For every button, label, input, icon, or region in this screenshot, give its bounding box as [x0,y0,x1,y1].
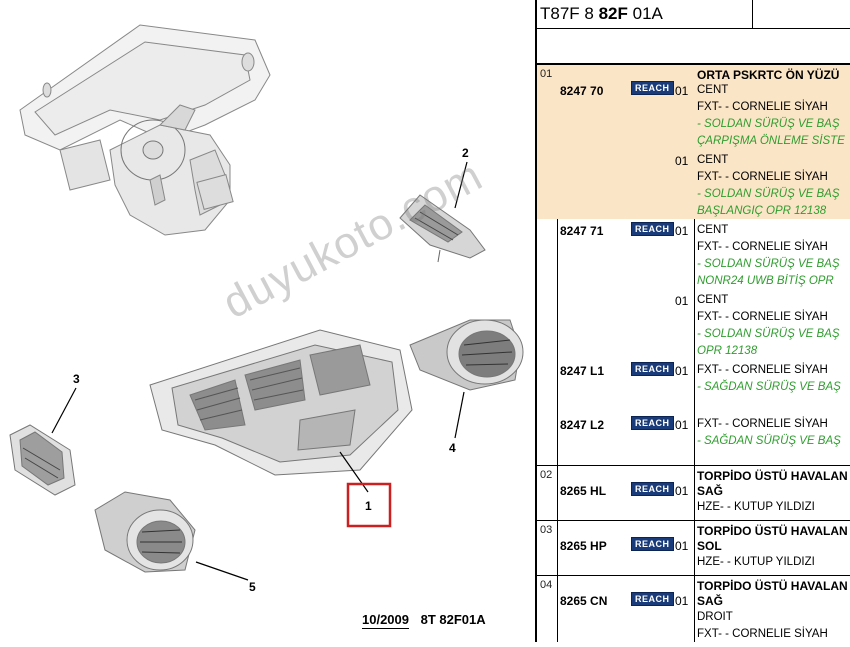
group-title: SAĞ [697,594,724,608]
part-desc-line: CENT [697,154,729,166]
table-group-01-continued[interactable]: 8247 71 REACH 01 CENT FXT- - CORNELIE Sİ… [537,219,850,465]
table-group-01[interactable]: 01 ORTA PSKRTC ÖN YÜZÜ 8247 70 REACH 01 … [537,64,850,219]
part-quantity: 01 [675,224,689,238]
part-desc-line: FXT- - CORNELIE SİYAH [697,364,828,376]
group-title: TORPİDO ÜSTÜ HAVALAN [697,579,848,593]
part-desc-line: HZE- - KUTUP YILDIZI [697,556,815,568]
part-5-illustration [94,491,196,573]
parts-table-rows: 01 ORTA PSKRTC ÖN YÜZÜ 8247 70 REACH 01 … [537,64,850,642]
group-number: 04 [540,579,553,591]
part-1-illustration [149,329,413,476]
part-desc-line: FXT- - CORNELIE SİYAH [697,311,828,323]
callout-3[interactable]: 3 [73,372,80,386]
selected-callout-box[interactable] [346,482,392,528]
part-desc-line: HZE- - KUTUP YILDIZI [697,501,815,513]
dashboard-overview-illustration [19,24,271,236]
part-desc-line: FXT- - CORNELIE SİYAH [697,628,828,640]
part-note-line: - SOLDAN SÜRÜŞ VE BAŞ [697,258,840,270]
part-note-line: - SOLDAN SÜRÜŞ VE BAŞ [697,188,840,200]
parts-table-panel: T87F 8 82F 01A 01 ORTA PSKRTC ÖN YÜZÜ 82… [535,0,850,642]
part-number[interactable]: 8247 71 [560,224,604,238]
reach-badge: REACH [631,592,674,606]
group-title: SAĞ [697,484,724,498]
reach-badge: REACH [631,362,674,376]
part-note-line: OPR 12138 [697,345,758,357]
part-desc-line: CENT [697,84,729,96]
reach-badge: REACH [631,81,674,95]
diagram-reference-code: 8T 82F01A [420,612,486,627]
table-group-03[interactable]: 03 TORPİDO ÜSTÜ HAVALAN SOL 8265 HP REAC… [537,520,850,575]
part-quantity: 01 [675,484,689,498]
part-desc-line: FXT- - CORNELIE SİYAH [697,171,828,183]
part-desc-line: DROIT [697,611,733,623]
diagram-date: 10/2009 [362,612,409,629]
part-desc-line: CENT [697,224,729,236]
table-subheader [537,29,850,64]
part-quantity: 01 [675,294,689,308]
diagram-drawing: 2 3 1 [9,24,524,594]
part-quantity: 01 [675,594,689,608]
part-quantity: 01 [675,418,689,432]
table-group-04[interactable]: 04 TORPİDO ÜSTÜ HAVALAN SAĞ 8265 CN REAC… [537,575,850,642]
part-note-line: - SOLDAN SÜRÜŞ VE BAŞ [697,328,840,340]
part-desc-line: FXT- - CORNELIE SİYAH [697,241,828,253]
diagram-reference-footer: 10/2009 8T 82F01A [362,612,486,629]
exploded-parts-diagram: 2 3 1 [9,24,524,629]
part-number[interactable]: 8265 CN [560,594,608,608]
group-title: SOL [697,539,722,553]
part-4-illustration [409,319,524,391]
callout-1[interactable]: 1 [365,499,372,513]
part-quantity: 01 [675,84,689,98]
part-desc-line: CENT [697,294,729,306]
part-note-line: NONR24 UWB BİTİŞ OPR [697,275,834,287]
part-quantity: 01 [675,539,689,553]
part-note-line: - SAĞDAN SÜRÜŞ VE BAŞ [697,435,841,447]
header-code-suffix: 01A [627,4,663,23]
callout-5[interactable]: 5 [249,580,256,594]
part-desc-line: FXT- - CORNELIE SİYAH [697,418,828,430]
part-note-line: - SOLDAN SÜRÜŞ VE BAŞ [697,118,840,130]
group-title: TORPİDO ÜSTÜ HAVALAN [697,524,848,538]
part-number[interactable]: 8265 HP [560,539,607,553]
part-number[interactable]: 8247 70 [560,84,604,98]
callout-2[interactable]: 2 [462,146,469,160]
part-note-line: ÇARPIŞMA ÖNLEME SİSTE [697,135,845,147]
group-title: ORTA PSKRTC ÖN YÜZÜ [697,68,840,82]
group-number: 01 [540,68,553,80]
reach-badge: REACH [631,416,674,430]
part-number[interactable]: 8247 L2 [560,418,605,432]
header-code-prefix: T87F 8 [540,4,599,23]
part-number[interactable]: 8247 L1 [560,364,605,378]
part-desc-line: FXT- - CORNELIE SİYAH [697,101,828,113]
reach-badge: REACH [631,222,674,236]
group-number: 02 [540,469,553,481]
part-3-illustration [9,424,76,496]
part-quantity: 01 [675,154,689,168]
part-note-line: BAŞLANGIÇ OPR 12138 [697,205,827,217]
group-number: 03 [540,524,553,536]
callout-4[interactable]: 4 [449,441,456,455]
reach-badge: REACH [631,537,674,551]
table-header-code: T87F 8 82F 01A [537,0,850,29]
part-2-illustration [399,194,486,263]
group-title: TORPİDO ÜSTÜ HAVALAN [697,469,848,483]
part-number[interactable]: 8265 HL [560,484,607,498]
part-note-line: - SAĞDAN SÜRÜŞ VE BAŞ [697,381,841,393]
reach-badge: REACH [631,482,674,496]
header-code-bold: 82F [598,4,628,23]
table-group-02[interactable]: 02 TORPİDO ÜSTÜ HAVALAN SAĞ 8265 HL REAC… [537,465,850,520]
part-quantity: 01 [675,364,689,378]
